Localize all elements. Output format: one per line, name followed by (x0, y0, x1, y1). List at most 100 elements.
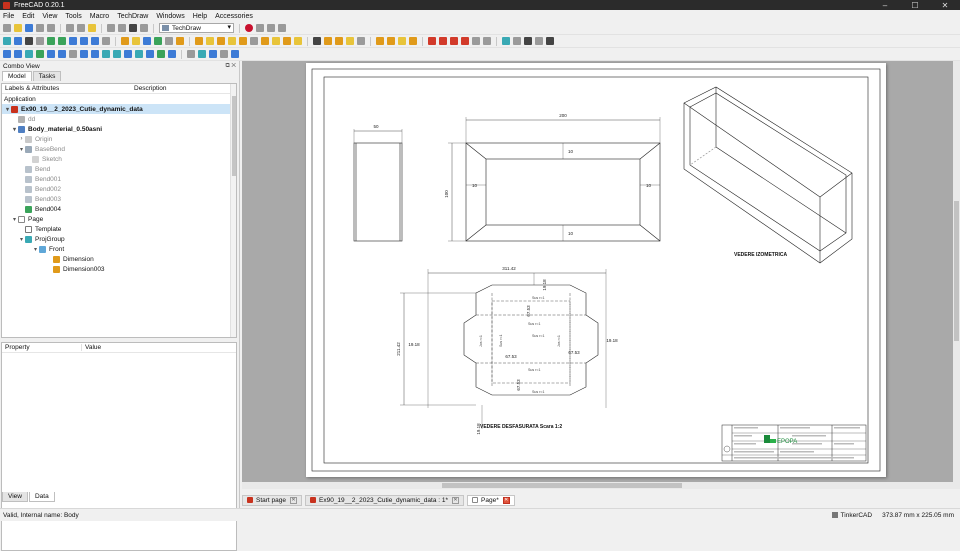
collapse-icon[interactable]: ▾ (5, 106, 9, 113)
property-header-property[interactable]: Property (2, 344, 82, 351)
geom-hatch-icon[interactable] (231, 50, 239, 58)
link-sub-icon[interactable] (154, 37, 162, 45)
whats-this-icon[interactable] (140, 24, 148, 32)
fit-all-icon[interactable] (3, 37, 11, 45)
annotation-icon[interactable] (376, 37, 384, 45)
projection-group-icon[interactable] (198, 50, 206, 58)
viewport-hscroll-thumb[interactable] (442, 483, 682, 488)
tab-tasks[interactable]: Tasks (32, 71, 62, 81)
dim-angle-icon[interactable] (483, 37, 491, 45)
weld-icon[interactable] (409, 37, 417, 45)
refresh-icon[interactable] (129, 24, 137, 32)
draw-line-icon[interactable] (195, 37, 203, 45)
tree-item[interactable]: ▾ ProjGroup (2, 234, 236, 244)
tree-item[interactable]: ▾ Ex90_19__2_2023_Cutie_dynamic_data (2, 104, 236, 114)
spreadsheet-view-icon[interactable] (113, 50, 121, 58)
complex-section-icon[interactable] (69, 50, 77, 58)
toggle-frames-icon[interactable] (187, 50, 195, 58)
part-icon[interactable] (121, 37, 129, 45)
minimize-button[interactable]: – (882, 0, 888, 10)
maximize-button[interactable]: ☐ (911, 0, 919, 10)
collapse-icon[interactable]: ▾ (19, 236, 23, 243)
tree-item[interactable]: Bend (2, 164, 236, 174)
draw-hatch-icon[interactable] (283, 37, 291, 45)
dim-horizontal-icon[interactable] (439, 37, 447, 45)
tab-model[interactable]: Model (2, 71, 32, 81)
draw-text-icon[interactable] (250, 37, 258, 45)
export-svg-icon[interactable] (157, 50, 165, 58)
tree-item[interactable]: ▾ Body_material_0.50asni (2, 124, 236, 134)
dim-radius-icon[interactable] (461, 37, 469, 45)
centerline-icon[interactable] (502, 37, 510, 45)
snap-endpoint-icon[interactable] (324, 37, 332, 45)
print-icon[interactable] (47, 24, 55, 32)
image-icon[interactable] (146, 50, 154, 58)
clip-group-icon[interactable] (124, 50, 132, 58)
draw-circle-icon[interactable] (217, 37, 225, 45)
snap-center-icon[interactable] (346, 37, 354, 45)
draft-view-icon[interactable] (91, 50, 99, 58)
symbol-icon[interactable] (135, 50, 143, 58)
zoom-icon[interactable] (91, 37, 99, 45)
close-tab-icon[interactable]: ✕ (290, 496, 297, 504)
close-tab-icon[interactable]: ✕ (502, 496, 510, 504)
dim-length-icon[interactable] (428, 37, 436, 45)
redraw-icon[interactable] (25, 50, 33, 58)
active-view-icon[interactable] (47, 50, 55, 58)
open-icon[interactable] (14, 24, 22, 32)
cosmetic-line-icon[interactable] (524, 37, 532, 45)
cosmetic-vertex-icon[interactable] (513, 37, 521, 45)
tree-item[interactable]: Sketch (2, 154, 236, 164)
dim-diameter-icon[interactable] (472, 37, 480, 45)
collapse-icon[interactable]: ▾ (19, 146, 23, 153)
collapse-icon[interactable]: ▾ (12, 126, 16, 133)
draw-wire-icon[interactable] (294, 37, 302, 45)
close-button[interactable]: ✕ (941, 0, 949, 10)
draw-arc-icon[interactable] (206, 37, 214, 45)
menu-accessories[interactable]: Accessories (215, 12, 253, 20)
tree-item[interactable]: ▾ BaseBend (2, 144, 236, 154)
paste-icon[interactable] (88, 24, 96, 32)
draw-ellipse-icon[interactable] (261, 37, 269, 45)
leader-icon[interactable] (398, 37, 406, 45)
panel-controls-icon[interactable]: ⧉ ✕ (225, 62, 236, 69)
drawing-viewport[interactable]: 50 200 100 10 10 10 10 311.42 211.42 19.… (242, 61, 960, 489)
std-views-icon[interactable] (69, 37, 77, 45)
decorate-icon[interactable] (546, 37, 554, 45)
tree-item[interactable]: Dimension003 (2, 264, 236, 274)
navigation-style[interactable]: TinkerCAD (831, 512, 872, 519)
cosmetic-circle-icon[interactable] (535, 37, 543, 45)
dim-vertical-icon[interactable] (450, 37, 458, 45)
viewport-horizontal-scrollbar[interactable] (242, 482, 953, 489)
doc-tab-model[interactable]: Ex90_19__2_2023_Cutie_dynamic_data : 1* … (305, 494, 465, 506)
cut-icon[interactable] (66, 24, 74, 32)
bounding-box-icon[interactable] (36, 37, 44, 45)
draw-rect-icon[interactable] (272, 37, 280, 45)
macro-run-icon[interactable] (278, 24, 286, 32)
tree-item[interactable]: Dimension (2, 254, 236, 264)
menu-view[interactable]: View (42, 12, 58, 20)
tab-view[interactable]: View (2, 492, 28, 502)
tree-item[interactable]: Bend004 (2, 204, 236, 214)
menu-macro[interactable]: Macro (89, 12, 110, 20)
menu-edit[interactable]: Edit (22, 12, 35, 20)
snap-grid-icon[interactable] (357, 37, 365, 45)
doc-tab-start[interactable]: Start page ✕ (242, 494, 302, 506)
link-make-icon[interactable] (143, 37, 151, 45)
tree-item[interactable]: Bend001 (2, 174, 236, 184)
link-import-icon[interactable] (176, 37, 184, 45)
property-header-value[interactable]: Value (85, 344, 102, 351)
fit-selection-icon[interactable] (14, 37, 22, 45)
nav-forward-icon[interactable] (58, 37, 66, 45)
detail-view-icon[interactable] (80, 50, 88, 58)
tree-item[interactable]: ▾ Front (2, 244, 236, 254)
menu-help[interactable]: Help (192, 12, 208, 20)
tree-scrollbar-thumb[interactable] (232, 96, 236, 176)
macro-stop-icon[interactable] (256, 24, 264, 32)
draw-style-icon[interactable] (25, 37, 33, 45)
macro-record-icon[interactable] (245, 24, 253, 32)
macros-icon[interactable] (267, 24, 275, 32)
tree-scrollbar[interactable] (230, 84, 236, 337)
tree-header-description[interactable]: Description (134, 85, 167, 92)
page-default-icon[interactable] (3, 50, 11, 58)
